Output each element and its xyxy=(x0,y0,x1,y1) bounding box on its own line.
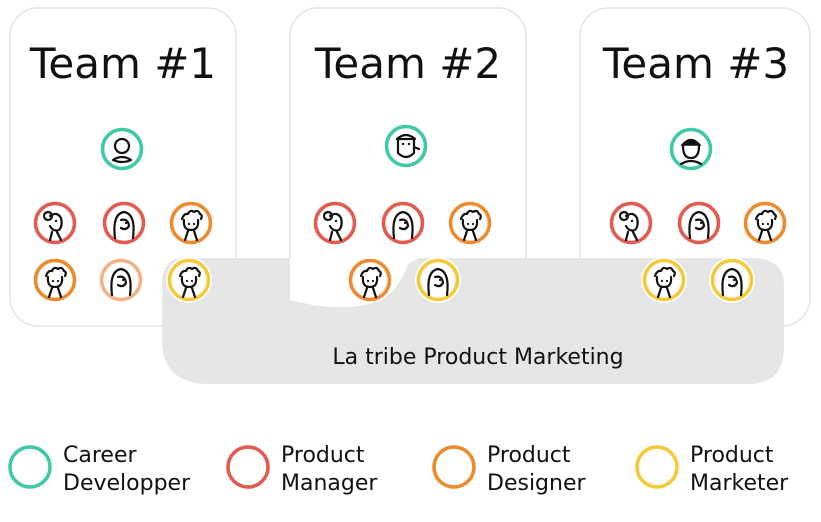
role-ring xyxy=(448,201,492,245)
legend-swatch xyxy=(226,445,270,489)
team-3-member-2-avatar xyxy=(676,200,722,246)
role-ring xyxy=(677,201,721,245)
team-1-member-3-avatar xyxy=(168,200,214,246)
role-ring xyxy=(99,258,143,302)
role-ring xyxy=(100,127,144,171)
legend-swatch xyxy=(635,445,679,489)
legend-swatch xyxy=(8,445,52,489)
team-2-member-4-avatar xyxy=(347,257,393,303)
role-ring xyxy=(33,258,77,302)
team-title-2: Team #2 xyxy=(314,39,501,88)
team-1-career-developer-avatar xyxy=(99,126,145,172)
team-1-member-5-avatar xyxy=(98,257,144,303)
team-1-member-2-avatar xyxy=(101,200,147,246)
role-ring xyxy=(669,127,713,171)
role-ring xyxy=(609,201,653,245)
role-ring xyxy=(33,201,77,245)
role-ring xyxy=(169,201,213,245)
team-3-member-1-avatar xyxy=(608,200,654,246)
team-1-member-4-avatar xyxy=(32,257,78,303)
team-2-member-3-avatar xyxy=(447,200,493,246)
legend-label-line1: Product xyxy=(690,443,774,468)
team-2-member-5-avatar xyxy=(415,257,461,303)
legend-label-line2: Manager xyxy=(281,471,378,496)
team-3-career-developer-avatar xyxy=(668,126,714,172)
role-ring xyxy=(384,124,428,168)
role-ring xyxy=(416,258,460,302)
avatars-layer xyxy=(32,123,788,303)
legend-label-line2: Developper xyxy=(63,471,191,496)
team-3-member-4-avatar xyxy=(641,257,687,303)
team-2-member-2-avatar xyxy=(380,200,426,246)
role-ring xyxy=(102,201,146,245)
legend-label-line1: Product xyxy=(281,443,365,468)
tribe-band xyxy=(162,258,784,384)
role-ring xyxy=(642,258,686,302)
team-1-member-6-avatar xyxy=(166,257,212,303)
legend-label-line1: Career xyxy=(63,443,137,468)
team-3-member-3-avatar xyxy=(742,200,788,246)
team-title-3: Team #3 xyxy=(602,39,789,88)
team-2-career-developer-avatar xyxy=(383,123,429,169)
team-1-member-1-avatar xyxy=(32,200,78,246)
legend: CareerDevelopperProductManagerProductDes… xyxy=(8,443,789,496)
legend-swatch xyxy=(432,445,476,489)
role-ring xyxy=(381,201,425,245)
role-ring xyxy=(743,201,787,245)
role-ring xyxy=(313,201,357,245)
role-ring xyxy=(710,258,754,302)
team-3-member-5-avatar xyxy=(709,257,755,303)
team-title-1: Team #1 xyxy=(29,39,216,88)
legend-label-line2: Marketer xyxy=(690,471,789,496)
team-2-member-1-avatar xyxy=(312,200,358,246)
tribe-label: La tribe Product Marketing xyxy=(332,345,623,370)
legend-label-line1: Product xyxy=(487,443,571,468)
legend-label-line2: Designer xyxy=(487,471,586,496)
role-ring xyxy=(167,258,211,302)
role-ring xyxy=(348,258,392,302)
